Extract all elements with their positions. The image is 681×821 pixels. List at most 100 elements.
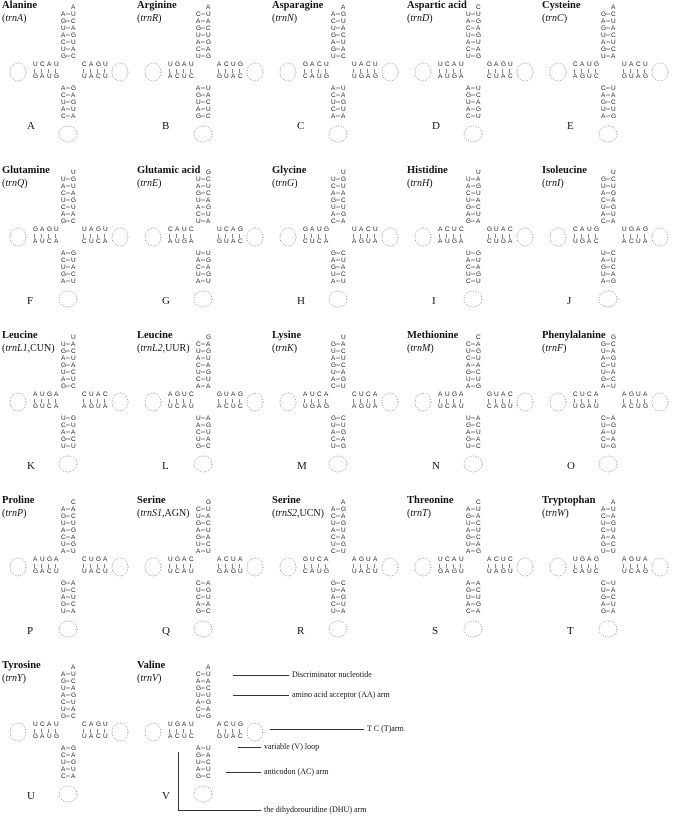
svg-text:A: A <box>206 752 211 759</box>
svg-text:G: G <box>452 238 457 245</box>
svg-text:A: A <box>71 534 76 541</box>
svg-text:G: G <box>476 18 481 25</box>
svg-text:G: G <box>476 548 481 555</box>
svg-text:U: U <box>601 271 606 278</box>
svg-text:A: A <box>217 556 222 563</box>
svg-text:U: U <box>366 238 371 245</box>
svg-text:A: A <box>601 92 606 99</box>
svg-text:U: U <box>224 238 229 245</box>
amino-acid-name: Asparagine <box>272 0 324 11</box>
svg-text:A: A <box>196 422 201 429</box>
svg-text:C: C <box>224 226 229 233</box>
svg-text:U: U <box>54 721 59 728</box>
svg-text:C: C <box>206 541 211 548</box>
svg-text:C: C <box>611 341 616 348</box>
svg-text:A: A <box>61 692 66 699</box>
svg-text:U: U <box>466 53 471 60</box>
svg-text:G: G <box>476 348 481 355</box>
svg-text:U: U <box>206 429 211 436</box>
svg-text:G: G <box>61 678 66 685</box>
svg-text:C: C <box>71 383 76 390</box>
svg-text:G: G <box>54 733 59 740</box>
svg-text:U: U <box>71 594 76 601</box>
svg-text:U: U <box>189 61 194 68</box>
svg-text:G: G <box>601 264 606 271</box>
svg-text:U: U <box>636 238 641 245</box>
svg-text:G: G <box>238 61 243 68</box>
svg-text:G: G <box>466 92 471 99</box>
svg-text:G: G <box>71 759 76 766</box>
svg-text:U: U <box>622 568 627 575</box>
svg-text:U: U <box>238 568 243 575</box>
svg-text:A: A <box>206 341 211 348</box>
svg-text:A: A <box>206 534 211 541</box>
svg-text:U: U <box>54 61 59 68</box>
svg-text:U: U <box>466 376 471 383</box>
svg-text:G: G <box>303 556 308 563</box>
svg-text:U: U <box>494 238 499 245</box>
svg-text:A: A <box>103 403 108 410</box>
svg-text:A: A <box>206 92 211 99</box>
svg-text:U: U <box>206 506 211 513</box>
svg-text:U: U <box>331 271 336 278</box>
svg-text:U: U <box>331 369 336 376</box>
svg-text:U: U <box>476 169 481 176</box>
svg-text:C: C <box>601 513 606 520</box>
svg-text:U: U <box>206 106 211 113</box>
svg-text:U: U <box>206 32 211 39</box>
svg-text:A: A <box>452 61 457 68</box>
svg-text:G: G <box>501 403 506 410</box>
svg-text:C: C <box>341 580 346 587</box>
svg-text:C: C <box>206 25 211 32</box>
svg-text:C: C <box>71 499 76 506</box>
svg-text:A: A <box>476 197 481 204</box>
svg-text:A: A <box>466 18 471 25</box>
svg-text:A: A <box>459 391 464 398</box>
svg-text:A: A <box>217 721 222 728</box>
svg-text:A: A <box>373 238 378 245</box>
svg-text:C: C <box>82 721 87 728</box>
svg-text:G: G <box>96 721 101 728</box>
svg-text:A: A <box>601 601 606 608</box>
svg-text:A: A <box>636 568 641 575</box>
svg-text:A: A <box>324 391 329 398</box>
svg-text:G: G <box>61 383 66 390</box>
svg-text:C: C <box>61 752 66 759</box>
svg-text:A: A <box>61 355 66 362</box>
svg-text:C: C <box>573 568 578 575</box>
svg-text:A: A <box>71 685 76 692</box>
svg-text:A: A <box>231 733 236 740</box>
svg-text:C: C <box>71 601 76 608</box>
svg-text:G: G <box>238 721 243 728</box>
svg-text:C: C <box>61 204 66 211</box>
panel-letter: K <box>27 460 35 472</box>
svg-text:U: U <box>601 422 606 429</box>
svg-text:G: G <box>373 73 378 80</box>
svg-text:A: A <box>331 594 336 601</box>
svg-text:U: U <box>587 226 592 233</box>
svg-text:U: U <box>54 226 59 233</box>
gene-name: (trnW) <box>542 508 569 519</box>
svg-text:G: G <box>303 226 308 233</box>
svg-text:C: C <box>476 92 481 99</box>
svg-text:G: G <box>341 11 346 18</box>
svg-text:U: U <box>573 556 578 563</box>
gene-name: (trnH) <box>407 178 433 189</box>
svg-text:C: C <box>317 61 322 68</box>
svg-text:U: U <box>196 415 201 422</box>
svg-text:C: C <box>476 587 481 594</box>
svg-text:U: U <box>611 39 616 46</box>
svg-text:C: C <box>96 568 101 575</box>
svg-text:U: U <box>217 226 222 233</box>
svg-text:U: U <box>71 766 76 773</box>
svg-text:A: A <box>182 721 187 728</box>
svg-text:A: A <box>580 226 585 233</box>
svg-text:U: U <box>61 759 66 766</box>
panel-letter: U <box>27 790 35 802</box>
svg-text:C: C <box>366 226 371 233</box>
gene-name: (trnE) <box>137 178 162 189</box>
